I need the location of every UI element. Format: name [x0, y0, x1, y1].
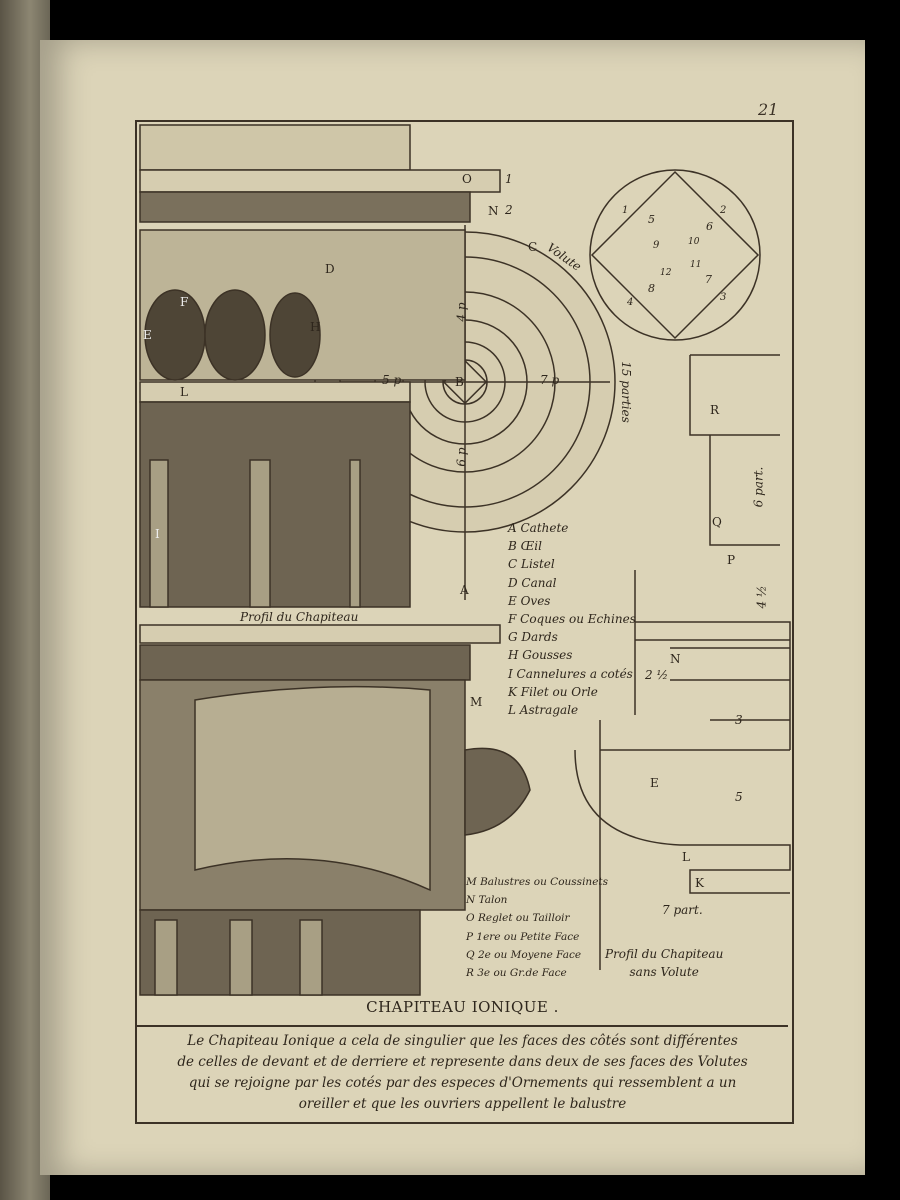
label-4p: 4 p [454, 302, 469, 322]
letter-a: A [460, 583, 469, 597]
circle-number: 4 [627, 297, 634, 308]
profile-sans-volute-line: sans Volute [629, 965, 699, 980]
label-6p: 6 p [454, 447, 469, 467]
legend-item: Q 2e ou Moyene Face [466, 948, 582, 961]
legend-item: B Œil [508, 539, 542, 554]
profile-sans-volute: Profil du Chapiteau sans Volute [605, 945, 723, 981]
legend-item: L Astragale [508, 703, 579, 718]
legend-item: O Reglet ou Tailloir [466, 912, 570, 925]
legend-item: H Gousses [508, 648, 573, 663]
circle-number: 9 [653, 240, 660, 251]
letter-p: P [727, 553, 736, 567]
circle-number: 12 [660, 268, 672, 278]
circle-number: 2 [720, 205, 727, 216]
caption-line: oreiller et que les ouvriers appellent l… [298, 1096, 627, 1112]
legend-item: E Oves [508, 593, 551, 608]
volute-construction-circle [589, 169, 761, 341]
legend-side: M Balustres ou Coussinets N Talon O Regl… [466, 873, 608, 982]
legend-item: A Cathete [508, 521, 569, 535]
column-shaft [139, 401, 411, 608]
letter-n-top: N [488, 204, 499, 218]
letter-e: E [143, 328, 152, 342]
legend-item: C Listel [508, 557, 555, 572]
five-label: 5 [735, 790, 743, 804]
legend-item: P 1ere ou Petite Face [466, 930, 580, 943]
plate-title: CHAPITEAU IONIQUE . [366, 998, 559, 1016]
circle-number: 1 [622, 205, 629, 216]
letter-l-right: L [682, 850, 690, 864]
caption-line: de celles de devant et de derriere et re… [177, 1054, 748, 1070]
plate-caption: Le Chapiteau Ionique a cela de singulier… [137, 1025, 788, 1117]
circle-number: 10 [688, 237, 700, 247]
engraving-plate-frame [135, 120, 794, 1124]
circle-number: 8 [648, 282, 655, 295]
caption-line: qui se rejoigne par les cotés par des es… [188, 1075, 737, 1091]
three-label: 3 [735, 713, 743, 727]
circle-number: 3 [720, 292, 727, 303]
letter-q: Q [712, 515, 722, 529]
letter-r: R [710, 403, 720, 417]
legend-main: A Cathete B Œil C Listel D Canal E Oves … [508, 519, 636, 719]
seven-part-label: 7 part. [662, 903, 703, 917]
legend-item: R 3e ou Gr.de Face [466, 967, 567, 980]
two-half-label: 2 ½ [645, 668, 669, 682]
legend-item: G Dards [508, 630, 558, 645]
circle-number: 5 [648, 213, 655, 226]
legend-item: N Talon [466, 894, 508, 907]
four-half-label: 4 ½ [754, 585, 769, 609]
legend-item: D Canal [508, 575, 557, 590]
letter-i: I [155, 527, 160, 541]
profile-sans-volute-line: Profil du Chapiteau [605, 947, 724, 961]
letter-c: C [528, 240, 538, 254]
legend-item: M Balustres ou Coussinets [466, 876, 609, 888]
letter-f: F [180, 295, 189, 309]
legend-item: I Cannelures a cotés [508, 666, 633, 681]
letter-l: L [180, 385, 188, 399]
talon-n [139, 191, 471, 223]
profile-label: Profil du Chapiteau [240, 610, 359, 624]
letter-d: D [325, 262, 335, 276]
number-2: 2 [505, 203, 513, 217]
letter-e-right: E [650, 776, 659, 790]
letter-o-top: O [462, 172, 472, 186]
reglet-o [139, 169, 501, 193]
label-5p: 5 p [382, 373, 402, 387]
abacus-top [139, 124, 411, 171]
number-1: 1 [505, 172, 513, 186]
letter-m: M [470, 695, 483, 709]
circle-number: 6 [706, 220, 713, 233]
parties-label: 15 parties [618, 361, 633, 423]
caption-line: Le Chapiteau Ionique a cela de singulier… [187, 1033, 738, 1049]
legend-item: K Filet ou Orle [508, 684, 598, 699]
six-part-label: 6 part. [751, 466, 766, 508]
legend-item: F Coques ou Echines [508, 612, 636, 627]
label-7p: 7 p [540, 373, 560, 387]
circle-number: 11 [690, 260, 702, 270]
circle-number: 7 [705, 273, 712, 286]
letter-h: H [310, 320, 321, 334]
letter-k: K [695, 876, 704, 890]
letter-b: B [455, 375, 464, 389]
letter-n-right: N [670, 652, 681, 666]
page-number: 21 [758, 100, 779, 119]
